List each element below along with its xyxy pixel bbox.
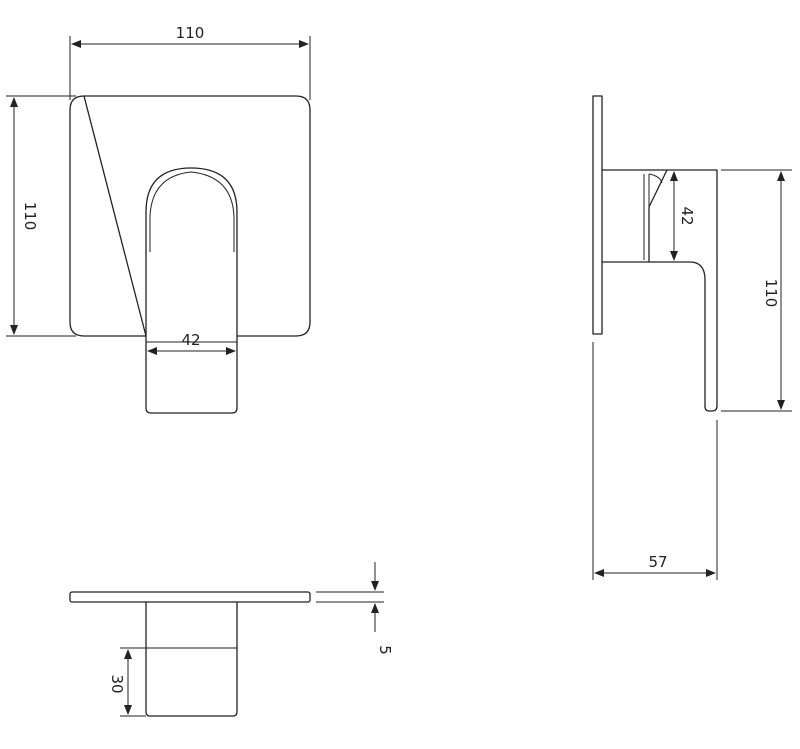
side-body-chamfer [648, 173, 663, 184]
top-lever [145, 601, 238, 717]
top-thickness-label: 5 [376, 645, 394, 655]
front-lever [145, 167, 238, 414]
side-lever-profile [601, 169, 718, 412]
front-height-label: 110 [21, 202, 39, 231]
front-cover-plate [69, 95, 311, 337]
side-height-label: 110 [762, 279, 780, 308]
side-wall-plate [592, 95, 603, 335]
top-view: 5 30 [69, 562, 394, 717]
top-plate [69, 591, 311, 603]
front-view: 110 110 42 [6, 24, 311, 414]
side-depth-label: 57 [648, 553, 667, 571]
front-lever-highlight [149, 171, 235, 252]
side-lever-label: 42 [678, 206, 696, 225]
front-lever-label: 42 [181, 331, 200, 349]
side-view: 42 110 57 [592, 95, 792, 580]
top-depth-label: 30 [108, 674, 126, 693]
front-width-label: 110 [176, 24, 205, 42]
